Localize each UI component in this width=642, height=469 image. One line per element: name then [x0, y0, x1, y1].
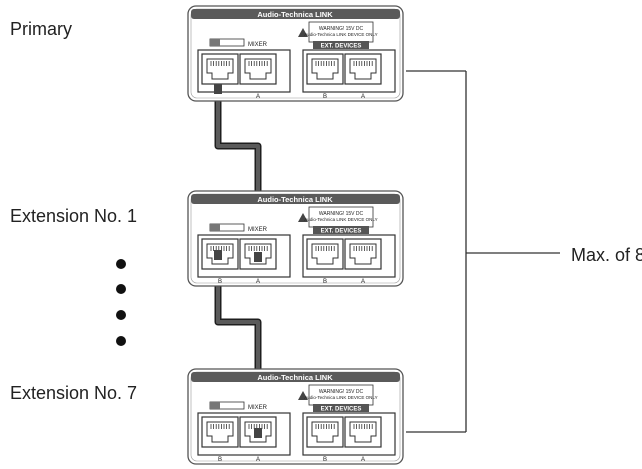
panel-title: Audio-Technica LINK [257, 373, 333, 382]
port-ext-a [344, 238, 382, 270]
warning-text-2: Audio-Technica LINK DEVICE ONLY [304, 32, 377, 37]
label-max-of-8: Max. of 8 [571, 245, 642, 265]
device-panel-extension-1: Audio-Technica LINK WARNING! 15V DCAudio-… [187, 190, 404, 287]
panel-title: Audio-Technica LINK [257, 10, 333, 19]
ext-devices-badge [313, 41, 369, 49]
ext-devices-label: EXT. DEVICES [321, 229, 362, 235]
port-label-a: A [361, 457, 365, 463]
port-label-a: A [256, 94, 260, 100]
mixer-port-group [197, 49, 291, 93]
port-label-b: B [218, 279, 222, 285]
ellipsis-dots [116, 259, 126, 346]
port-label-a: A [256, 457, 260, 463]
mixer-label: MIXER [248, 227, 268, 233]
port-label-b: B [323, 94, 327, 100]
warning-text-1: WARNING! 15V DC [319, 389, 364, 395]
port-label-b: B [218, 457, 222, 463]
ext-port-group [302, 412, 396, 456]
port-ext-b [306, 416, 344, 448]
ellipsis-dot [116, 336, 126, 346]
cable-plug [214, 250, 222, 260]
warning-text-2: Audio-Technica LINK DEVICE ONLY [304, 395, 377, 400]
warning-icon [298, 28, 308, 37]
label-extension-7: Extension No. 7 [10, 383, 138, 403]
port-label-a: A [361, 94, 365, 100]
mixer-label: MIXER [248, 42, 268, 48]
label-extension-1: Extension No. 1 [10, 206, 138, 226]
mixer-port-group [197, 234, 291, 278]
cable-connectors [214, 84, 262, 438]
device-panel-primary: Audio-Technica LINK WARNING! 15V DCAudio-… [187, 5, 404, 102]
label-primary: Primary [10, 19, 72, 39]
warning-text-1: WARNING! 15V DC [319, 211, 364, 217]
port-ext-a [344, 53, 382, 85]
ext-port-group [302, 234, 396, 278]
title-bar [191, 9, 400, 19]
port-label-b: B [323, 457, 327, 463]
ellipsis-dot [116, 310, 126, 320]
ellipsis-dot [116, 284, 126, 294]
ellipsis-dot [116, 259, 126, 269]
port-label-a: A [256, 279, 260, 285]
warning-text-2: Audio-Technica LINK DEVICE ONLY [304, 217, 377, 222]
warning-icon [298, 213, 308, 222]
port-mixer-left [201, 416, 239, 448]
mixer-port-group [197, 412, 291, 456]
port-mixer-a [239, 53, 277, 85]
port-mixer-left [201, 53, 239, 85]
cable-plug [254, 428, 262, 438]
ext-devices-badge [313, 404, 369, 412]
ext-port-group [302, 49, 396, 93]
title-bar [191, 372, 400, 382]
cable-plug [254, 252, 262, 262]
warning-text-1: WARNING! 15V DC [319, 26, 364, 32]
device-panel-extension-7: Audio-Technica LINK WARNING! 15V DCAudio-… [187, 368, 404, 465]
mixer-label: MIXER [248, 405, 268, 411]
ext-devices-label: EXT. DEVICES [321, 44, 362, 50]
port-ext-b [306, 53, 344, 85]
ext-devices-label: EXT. DEVICES [321, 407, 362, 413]
port-label-a: A [361, 279, 365, 285]
warning-icon [298, 391, 308, 400]
ext-devices-badge [313, 226, 369, 234]
port-label-b: B [323, 279, 327, 285]
title-bar [191, 194, 400, 204]
max-bracket [406, 70, 560, 433]
panel-title: Audio-Technica LINK [257, 195, 333, 204]
port-ext-a [344, 416, 382, 448]
port-ext-b [306, 238, 344, 270]
cable-plug [214, 84, 222, 94]
